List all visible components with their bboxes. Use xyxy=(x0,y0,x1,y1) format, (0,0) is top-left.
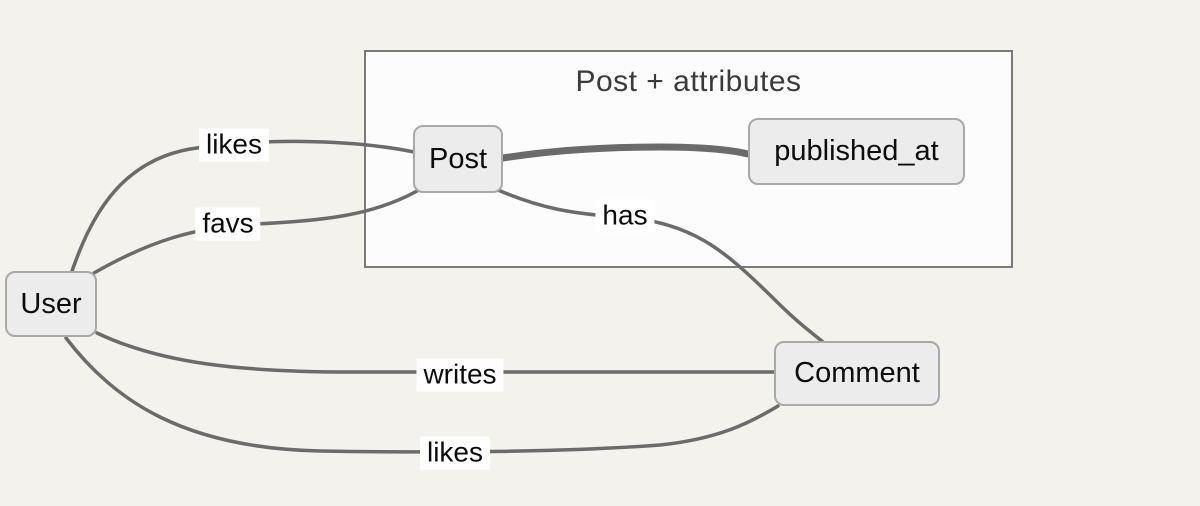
node-published-at: published_at xyxy=(748,118,965,185)
subgraph-title: Post + attributes xyxy=(575,65,802,98)
edge-user-comment-likes xyxy=(64,336,780,454)
edge-label-user-post-likes: likes xyxy=(198,128,270,162)
edge-label-user-post-favs: favs xyxy=(195,207,261,241)
edge-user-comment-writes xyxy=(95,331,776,375)
edge-label-user-comment-writes: writes xyxy=(416,358,504,392)
edge-label-post-comment-has: has xyxy=(595,199,655,233)
node-post: Post xyxy=(413,125,503,193)
edge-post-comment-has xyxy=(496,188,825,344)
node-user: User xyxy=(5,271,97,337)
edge-label-user-comment-likes: likes xyxy=(419,436,491,470)
edge-post-published-at xyxy=(499,143,752,162)
node-comment: Comment xyxy=(774,341,940,406)
edge-user-post-likes xyxy=(70,139,416,273)
